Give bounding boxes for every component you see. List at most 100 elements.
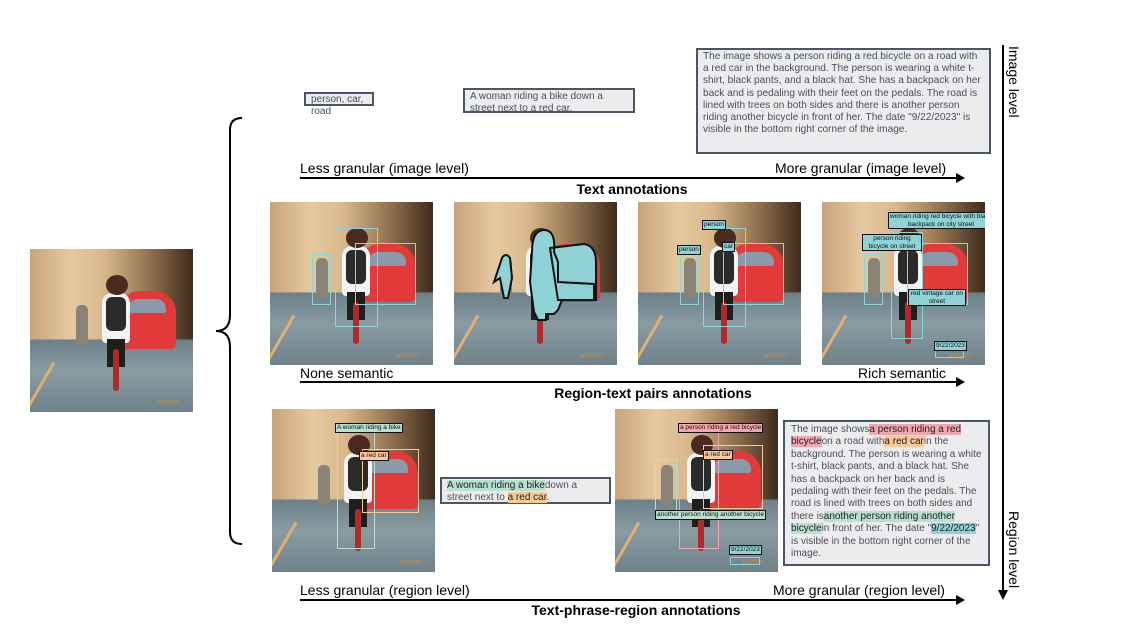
caption-text: in front of her. The date " — [821, 523, 932, 535]
region-label: another person riding another bicycle — [655, 510, 766, 520]
image-level-label: Image level — [1006, 46, 1022, 118]
bicycle-wheel — [113, 349, 119, 391]
date-watermark: 9/22/2023 — [764, 353, 787, 359]
road-center-line — [638, 314, 664, 360]
region-label: 9/22/2023 — [729, 545, 762, 555]
axis-right-label: More granular (region level) — [773, 582, 945, 598]
short-caption-box: A woman riding a bike down a street next… — [463, 88, 635, 114]
highlighted-phrase: a red car — [507, 492, 547, 504]
region-box — [703, 445, 763, 509]
caption-text: on a road with — [821, 436, 885, 448]
highlighted-phrase: 9/22/2023 — [931, 523, 976, 535]
region-box — [362, 449, 419, 513]
region-box — [355, 243, 416, 305]
region-box — [864, 254, 883, 305]
semantic-arrow — [300, 377, 965, 387]
photo-boxes-only: 9/22/2023 — [270, 202, 433, 365]
granularity-arrow — [300, 595, 965, 605]
road-center-line — [822, 314, 848, 360]
date-watermark: 9/22/2023 — [396, 353, 419, 359]
axis-right-label: Rich semantic — [858, 365, 946, 381]
region-box — [680, 254, 699, 305]
date-watermark: 9/22/2023 — [948, 353, 971, 359]
highlighted-phrase: a red car — [884, 436, 924, 448]
road-center-line — [270, 314, 296, 360]
photo-phrase-grounding-long: 9/22/2023 a person riding a red bicycle … — [615, 409, 778, 572]
segmentation-masks — [492, 228, 597, 321]
long-caption-box: The image shows a person riding a red bi… — [696, 48, 991, 154]
axis-left-label: Less granular (image level) — [300, 160, 469, 176]
car-window — [370, 459, 408, 473]
region-label: person — [702, 220, 726, 230]
source-photo: 9/22/2023 — [30, 249, 193, 412]
cyclist-backpack — [348, 457, 368, 491]
region-label: a red car — [703, 450, 733, 460]
section-title: Region-text pairs annotations — [554, 385, 752, 401]
axis-right-label: More granular (image level) — [775, 160, 947, 176]
caption-text: down a street next to — [447, 480, 578, 504]
cyclist-backpack — [714, 250, 734, 284]
bicycle-wheel — [721, 302, 727, 344]
bicycle-wheel — [698, 509, 704, 551]
distant-cyclist — [868, 258, 880, 298]
bicycle-wheel — [537, 302, 543, 344]
vertical-axis-arrowhead — [998, 590, 1008, 600]
cyclist-backpack — [106, 297, 126, 331]
region-box — [312, 254, 331, 305]
tags-box: person, car, road — [304, 92, 374, 117]
car-window — [920, 252, 958, 266]
distant-cyclist — [661, 465, 673, 505]
region-label: a red car — [359, 451, 389, 461]
cyclist-backpack — [691, 457, 711, 491]
region-label: a person riding a red bicycle — [678, 423, 764, 433]
cyclist-hat — [348, 435, 370, 455]
date-watermark: 9/22/2023 — [741, 560, 764, 566]
distant-cyclist — [316, 258, 328, 298]
region-level-label: Region level — [1006, 511, 1022, 589]
section-title: Text-phrase-region annotations — [531, 602, 741, 618]
date-watermark: 9/22/2023 — [398, 560, 421, 566]
granularity-arrow — [300, 173, 965, 183]
axis-left-label: None semantic — [300, 365, 394, 381]
short-caption-grounded: A woman riding a bikedown a street next … — [440, 477, 611, 504]
bicycle-wheel — [355, 509, 361, 551]
region-box — [335, 228, 378, 327]
distant-cyclist — [684, 258, 696, 298]
caption-text: The image shows — [791, 424, 870, 435]
region-label: 9/22/2023 — [934, 341, 967, 351]
region-label: person — [677, 245, 701, 255]
photo-object-labels: 9/22/2023 person person car — [638, 202, 801, 365]
highlighted-phrase: A woman riding a bike — [447, 480, 545, 491]
photo-rich-labels: 9/22/2023 woman riding red bicycle with … — [822, 202, 985, 365]
photo-segmentation: 9/22/2023 — [454, 202, 617, 365]
long-caption-grounded: The image showsa person riding a red bic… — [783, 420, 990, 566]
caption-text: . — [546, 492, 550, 504]
bicycle-wheel — [353, 302, 359, 344]
road-center-line — [272, 521, 298, 567]
caption-text: " is visible in the bottom right corner … — [791, 523, 980, 560]
caption-text: in the background. The person is wearing… — [791, 436, 982, 522]
axis-left-label: Less granular (region level) — [300, 582, 470, 598]
region-label: person riding bicycle on street — [862, 234, 922, 251]
car-window — [128, 299, 166, 313]
section-title: Text annotations — [576, 181, 688, 197]
cyclist-hat — [106, 275, 128, 295]
date-watermark: 9/22/2023 — [580, 353, 603, 359]
distant-cyclist — [76, 305, 88, 345]
region-box — [891, 232, 923, 339]
region-box — [730, 557, 760, 565]
cyclist-backpack — [346, 250, 366, 284]
region-box — [655, 459, 677, 514]
road-center-line — [615, 521, 641, 567]
region-box — [723, 243, 784, 305]
region-label: A woman riding a bike — [335, 423, 403, 433]
region-box — [935, 350, 964, 358]
distant-cyclist — [318, 465, 330, 505]
road-center-line — [30, 361, 56, 407]
region-label: woman riding red bicycle with black back… — [888, 212, 985, 229]
date-watermark: 9/22/2023 — [156, 400, 179, 406]
bicycle-wheel — [905, 302, 911, 344]
vertical-axis-line — [1002, 45, 1004, 590]
photo-phrase-grounding-short: 9/22/2023 A woman riding a bike a red ca… — [272, 409, 435, 572]
